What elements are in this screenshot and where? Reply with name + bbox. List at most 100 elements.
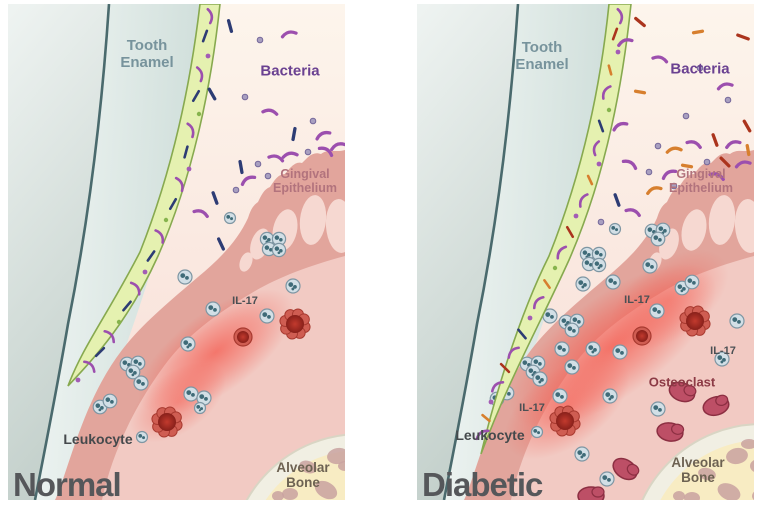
bacterium <box>254 160 262 168</box>
bacterium <box>613 193 621 207</box>
bacterium <box>601 85 612 100</box>
leukocyte-cell <box>585 341 601 357</box>
leukocyte-cell <box>532 371 548 387</box>
plaque-biofilm-shape <box>67 4 221 387</box>
leukocyte-cell <box>599 471 615 487</box>
leukocyte-cell <box>650 401 666 417</box>
bacterium <box>556 245 568 260</box>
red-cells-layer <box>151 308 311 438</box>
rete-pegs <box>239 195 345 272</box>
bacterium <box>708 172 725 181</box>
bacterium <box>142 269 148 275</box>
red-cell <box>632 326 652 346</box>
leukocyte-cell <box>259 308 275 324</box>
bacterium <box>665 146 683 154</box>
bacterium <box>238 159 244 175</box>
bacterium <box>183 145 189 159</box>
bacterium <box>281 151 299 159</box>
bacterium <box>75 377 81 383</box>
bacterium <box>586 174 594 186</box>
osteoclast-cell <box>668 381 697 403</box>
bacterium <box>261 108 279 116</box>
bacterium <box>725 140 742 149</box>
leukocyte-cell <box>223 211 237 225</box>
alveolar-bone-shape <box>641 423 754 500</box>
bacterium <box>154 229 165 244</box>
bacterium <box>499 362 511 374</box>
bacterium <box>191 89 201 103</box>
bacterium <box>315 130 332 141</box>
plaque-bacteria-layer <box>475 7 624 441</box>
bacterium <box>264 172 272 180</box>
bacterium <box>670 182 678 190</box>
leukocyte-cell <box>608 222 622 236</box>
leukocyte-cell <box>612 344 628 360</box>
leukocyte-cell <box>575 276 591 292</box>
leukocyte-cell <box>591 257 607 273</box>
red-cell <box>679 305 711 337</box>
bacterium <box>280 30 298 39</box>
leukocyte-cell <box>564 322 580 338</box>
bacterium <box>719 156 731 168</box>
bacterium <box>552 265 558 271</box>
bacterium <box>211 191 219 205</box>
bacterium <box>592 140 601 157</box>
bacterium <box>517 328 527 340</box>
bacterium <box>507 346 520 359</box>
leukocyte-cell <box>102 393 118 409</box>
bacterium <box>646 186 663 195</box>
leukocyte-cell <box>649 303 665 319</box>
bacterium <box>207 87 217 101</box>
tooth-root-shape <box>8 4 109 500</box>
bacterium <box>565 225 575 239</box>
bacterium <box>682 112 690 120</box>
leukocyte-cell <box>180 336 196 352</box>
bacterium <box>232 186 240 194</box>
bacterium <box>651 55 669 64</box>
red-cell <box>549 405 581 437</box>
bacterium <box>596 161 602 167</box>
bacterium <box>615 49 621 55</box>
leukocyte-cell <box>554 341 570 357</box>
leukocyte-cell <box>285 278 301 294</box>
leukocyte-cell <box>552 388 568 404</box>
bacterium <box>711 133 719 147</box>
leukocyte-cell <box>183 386 199 402</box>
leukocyte-cell <box>125 364 141 380</box>
bacterium <box>703 158 711 166</box>
bacterium <box>163 217 169 223</box>
bacterium <box>201 29 209 43</box>
leukocyte-cell <box>650 231 666 247</box>
bacterium <box>617 38 634 47</box>
bacterium <box>186 166 192 172</box>
free-bacteria-layer <box>192 19 345 251</box>
bacterium <box>685 140 702 149</box>
leukocyte-cell <box>530 425 544 439</box>
bacterium <box>696 64 704 72</box>
bacterium <box>578 193 589 208</box>
osteoclast-cell <box>656 422 685 442</box>
bacterium <box>573 213 579 219</box>
bacterium <box>122 300 132 312</box>
bacterium <box>734 160 752 169</box>
bacterium <box>103 329 116 344</box>
tooth-boundary-line <box>33 4 111 500</box>
bacterium <box>317 146 334 158</box>
bacterium <box>309 117 317 125</box>
osteoclast-cell <box>577 486 605 500</box>
leukocyte-cell <box>133 375 149 391</box>
bacterium <box>217 237 225 251</box>
bacterium <box>206 7 214 25</box>
leukocyte-cell <box>642 258 658 274</box>
bacterium <box>267 154 285 163</box>
bacterium <box>597 119 605 133</box>
bacterium <box>256 36 264 44</box>
leukocyte-cell <box>684 274 700 290</box>
osteoclast-cell <box>702 394 730 417</box>
red-cell <box>279 308 311 340</box>
bacterium <box>611 27 619 41</box>
plaque-biofilm-shape <box>480 4 632 455</box>
bacterium <box>475 429 490 441</box>
leukocyte-cell <box>205 301 221 317</box>
